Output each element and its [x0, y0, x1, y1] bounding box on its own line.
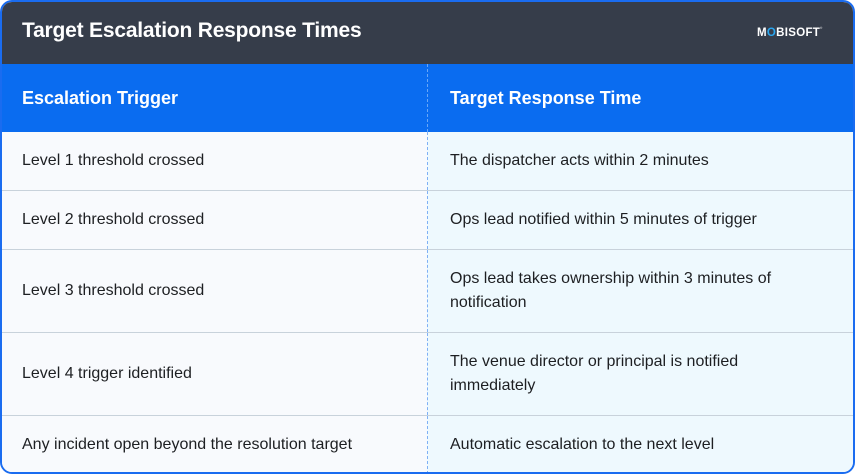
column-header-escalation-trigger: Escalation Trigger	[2, 64, 427, 132]
table-row: Level 2 threshold crossed Ops lead notif…	[2, 191, 853, 250]
trigger-cell: Level 1 threshold crossed	[2, 132, 427, 190]
title-bar: Target Escalation Response Times MOBISOF…	[2, 2, 853, 64]
svg-text:MOBISOFT: MOBISOFT	[757, 27, 820, 39]
trigger-cell: Any incident open beyond the resolution …	[2, 416, 427, 472]
table-row: Any incident open beyond the resolution …	[2, 416, 853, 472]
table-row: Level 1 threshold crossed The dispatcher…	[2, 132, 853, 191]
svg-text:®: ®	[820, 26, 823, 30]
mobisoft-logo: MOBISOFT ®	[757, 26, 823, 39]
response-cell: Automatic escalation to the next level	[427, 416, 853, 472]
response-cell: The venue director or principal is notif…	[427, 333, 853, 415]
trigger-cell: Level 3 threshold crossed	[2, 250, 427, 332]
response-cell: Ops lead notified within 5 minutes of tr…	[427, 191, 853, 249]
trigger-cell: Level 4 trigger identified	[2, 333, 427, 415]
table-row: Level 4 trigger identified The venue dir…	[2, 333, 853, 416]
response-cell: Ops lead takes ownership within 3 minute…	[427, 250, 853, 332]
page-title: Target Escalation Response Times	[22, 19, 362, 42]
column-header-target-response-time: Target Response Time	[427, 64, 853, 132]
table-row: Level 3 threshold crossed Ops lead takes…	[2, 250, 853, 333]
response-cell: The dispatcher acts within 2 minutes	[427, 132, 853, 190]
table-header-row: Escalation Trigger Target Response Time	[2, 64, 853, 132]
trigger-cell: Level 2 threshold crossed	[2, 191, 427, 249]
